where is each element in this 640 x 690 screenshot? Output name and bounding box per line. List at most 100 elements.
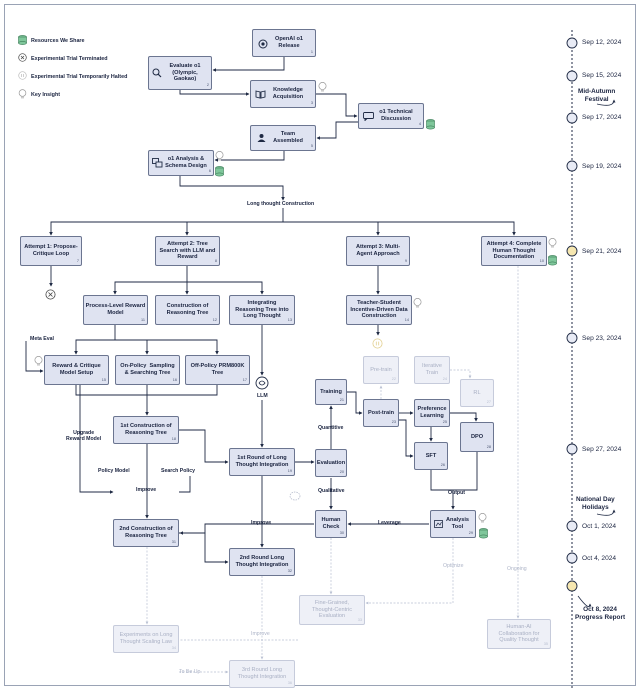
node-label: o1 Technical Discussion (379, 109, 413, 122)
node-number: 1 (310, 50, 313, 55)
label-llm: LLM (257, 393, 268, 399)
timeline-dot (566, 580, 578, 592)
node-fine-grained-evaluation[interactable]: Fine-Grained, Thought-Centric Evaluation… (299, 595, 365, 625)
event-progress-report: Oct 8, 2024 Progress Report (575, 606, 626, 621)
event-arrow (577, 595, 592, 608)
label-improve-1: Improve (136, 487, 157, 493)
node-label: Human Check (321, 517, 341, 530)
node-label: Team Assembled (273, 131, 303, 144)
connector-arrow (179, 429, 229, 464)
legend-terminated: Experimental Trial Terminated (18, 53, 108, 64)
node-attempt-4[interactable]: Attempt 4: Complete Human Thought Docume… (481, 236, 547, 266)
database-icon (479, 526, 488, 544)
node-team-assembled[interactable]: Team Assembled 5 (250, 125, 316, 151)
node-number: 15 (101, 378, 106, 383)
label-policy-model: Policy Model (98, 468, 130, 474)
node-label: Training (320, 388, 342, 395)
label-ongoing: Ongoing (507, 566, 527, 572)
timeline-dot (566, 70, 578, 82)
team-icon (256, 133, 267, 146)
connector-arrow (316, 93, 358, 118)
node-number: 23 (391, 420, 396, 425)
connector-arrow (212, 57, 285, 72)
node-number: 31 (171, 540, 176, 545)
node-openai-release[interactable]: OpenAI o1 Release 1 (252, 29, 316, 57)
node-human-ai-collaboration[interactable]: Human-AI Collaboration for Quality Thoug… (487, 619, 551, 649)
connector-arrow (147, 385, 218, 396)
connector-arrow (347, 391, 363, 415)
node-attempt-1[interactable]: Attempt 1: Propose- Critique Loop 7 (20, 236, 82, 266)
node-teacher-student[interactable]: Teacher-Student Incentive-Driven Data Co… (346, 295, 412, 325)
lightbulb-icon (318, 80, 327, 98)
timeline-date: Oct 4, 2024 (582, 555, 617, 562)
node-label: OpenAI o1 Release (275, 36, 303, 49)
node-number: 34 (171, 646, 176, 651)
database-icon (548, 253, 557, 271)
database-icon (215, 164, 224, 182)
chart-icon (434, 520, 443, 531)
timeline-dot (566, 552, 578, 564)
node-off-policy-prm800k[interactable]: Off-Policy PRM800K Tree 17 (185, 355, 250, 385)
node-number: 17 (242, 378, 247, 383)
timeline-dot (566, 160, 578, 172)
node-label: Attempt 1: Propose- Critique Loop (24, 244, 78, 257)
node-evaluate-o1[interactable]: Evaluate o1 (Olympic, Gaokao)2 (148, 56, 212, 90)
node-number: 33 (357, 618, 362, 623)
node-number: 14 (404, 318, 409, 323)
label-qualitative: Qualitative (318, 488, 345, 494)
connector-arrow (79, 385, 114, 494)
brain-icon (255, 376, 269, 395)
timeline-date: Sep 15, 2024 (582, 72, 622, 79)
node-number: 12 (212, 318, 217, 323)
node-label: Reward & Critique Model Setup (52, 363, 101, 376)
label-long-thought-construction: Long thought Construction (247, 201, 315, 207)
node-label: Off-Policy PRM800K Tree (190, 363, 245, 376)
connector-arrow (25, 341, 44, 373)
node-number: 36 (287, 681, 292, 686)
node-label: 2nd Round Long Thought Integration (235, 555, 289, 568)
node-number: 25 (442, 420, 447, 425)
node-label: Attempt 3: Multi- Agent Approach (355, 244, 401, 257)
node-attempt-2[interactable]: Attempt 2: Tree Search with LLM and Rewa… (155, 236, 220, 266)
node-label: 3rd Round Long Thought Integration (237, 667, 287, 680)
node-number: 7 (76, 259, 79, 264)
lightbulb-icon (215, 149, 224, 167)
node-label: Fine-Grained, Thought-Centric Evaluation (311, 599, 353, 620)
node-number: 9 (404, 259, 407, 264)
node-label: 1st Round of Long Thought Integration (235, 455, 289, 468)
database-icon (426, 117, 435, 135)
search-icon (152, 68, 162, 81)
node-integrating-reasoning-tree[interactable]: Integrating Reasoning Tree into Long Tho… (229, 295, 295, 325)
timeline-dot (566, 112, 578, 124)
connector-arrow (316, 121, 358, 140)
legend-halted-label: Experimental Trial Temporarily Halted (31, 73, 128, 80)
node-label: Knowledge Acquisition (272, 87, 304, 100)
node-number: 5 (310, 144, 313, 149)
timeline-dot (566, 520, 578, 532)
